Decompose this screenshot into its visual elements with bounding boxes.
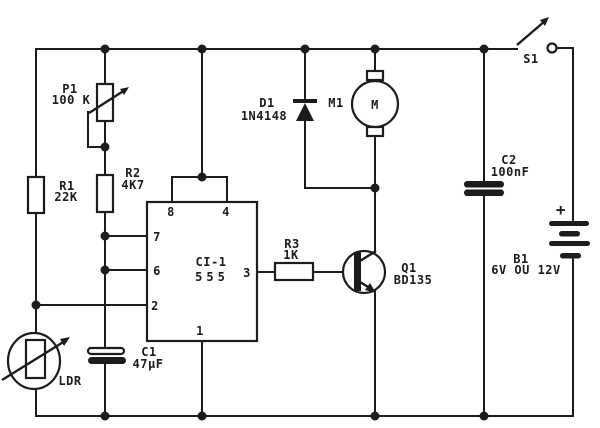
ldr-arrow [1, 339, 66, 382]
motor-m1: M M1 [328, 69, 400, 138]
ic-ref-label: CI-1 [196, 255, 227, 269]
ldr-sensor: LDR [1, 331, 81, 391]
c2-plate-top [464, 181, 504, 188]
ic-body [145, 200, 259, 343]
r1-ref-label: R1 [59, 179, 74, 193]
resistor-r1: R1 22K [26, 175, 77, 215]
ic-pin7-label: 7 [153, 230, 161, 244]
diode-d1: D1 1N4148 [241, 96, 317, 123]
d1-anode-triangle [296, 103, 314, 121]
resistor-r2: R2 4K7 [95, 166, 144, 214]
b1-plate-short-2 [560, 253, 581, 259]
resistor-r3: R3 1K [273, 237, 315, 282]
c2-value-label: 100nF [491, 165, 530, 179]
r2-ref-label: R2 [125, 166, 140, 180]
ic-pin8-label: 8 [167, 205, 175, 219]
r3-body [273, 261, 315, 282]
battery-b1: + B1 6V OU 12V [491, 200, 590, 277]
q1-collector-lead [359, 249, 377, 263]
ic-pin6-label: 6 [153, 264, 161, 278]
r1-value-label: 22K [54, 190, 77, 204]
b1-ref-label: B1 [513, 252, 528, 266]
ic-555: 8 4 7 6 2 3 1 CI-1 555 [145, 200, 259, 343]
b1-plate-short-1 [559, 231, 580, 237]
r2-value-label: 4K7 [121, 178, 144, 192]
p1-ref-label: P1 [62, 82, 77, 96]
capacitor-c1: C1 47µF [86, 345, 164, 371]
d1-value-label: 1N4148 [241, 109, 287, 123]
m1-symbol-letter: M [371, 98, 379, 112]
switch-s1: S1 [516, 17, 558, 66]
c1-plate-top [86, 346, 126, 356]
b1-value-label: 6V OU 12V [491, 263, 561, 277]
ic-pin4-label: 4 [222, 205, 230, 219]
ic-pin1-label: 1 [196, 324, 204, 338]
q1-value-label: BD135 [394, 273, 433, 287]
r3-ref-label: R3 [284, 237, 299, 251]
q1-ref-label: Q1 [401, 261, 416, 275]
c2-plate-bottom [464, 189, 504, 196]
q1-body-circle [341, 249, 387, 295]
b1-polarity-label: + [556, 200, 566, 219]
junction-dots [31, 44, 489, 421]
ic-value-label: 555 [195, 270, 229, 284]
p1-value-label: 100 K [52, 93, 91, 107]
c2-ref-label: C2 [501, 153, 516, 167]
q1-base-bar [354, 252, 361, 291]
transistor-q1: Q1 BD135 [341, 249, 433, 295]
s1-open-terminal [546, 42, 558, 54]
s1-lever [516, 20, 546, 46]
r2-body [95, 173, 115, 214]
c1-value-label: 47µF [133, 357, 164, 371]
m1-top-terminal [365, 69, 385, 82]
ic-pin3-label: 3 [243, 266, 251, 280]
potentiometer-p1: P1 100 K [52, 82, 129, 123]
d1-ref-label: D1 [259, 96, 274, 110]
m1-bottom-terminal [365, 125, 385, 138]
ic-pin2-label: 2 [151, 299, 159, 313]
capacitor-c2: C2 100nF [464, 153, 529, 196]
r1-body [26, 175, 46, 215]
c1-ref-label: C1 [141, 345, 156, 359]
p1-wiper-arrow [88, 88, 126, 115]
m1-ref-label: M1 [328, 96, 343, 110]
ldr-ref-label: LDR [58, 374, 81, 388]
b1-plate-long-2 [549, 241, 590, 246]
wire-network [35, 47, 574, 417]
m1-body-circle [350, 79, 400, 129]
b1-plate-long-1 [549, 221, 589, 226]
r3-value-label: 1K [283, 248, 299, 262]
s1-ref-label: S1 [523, 52, 538, 66]
c1-plate-bottom [88, 357, 126, 364]
